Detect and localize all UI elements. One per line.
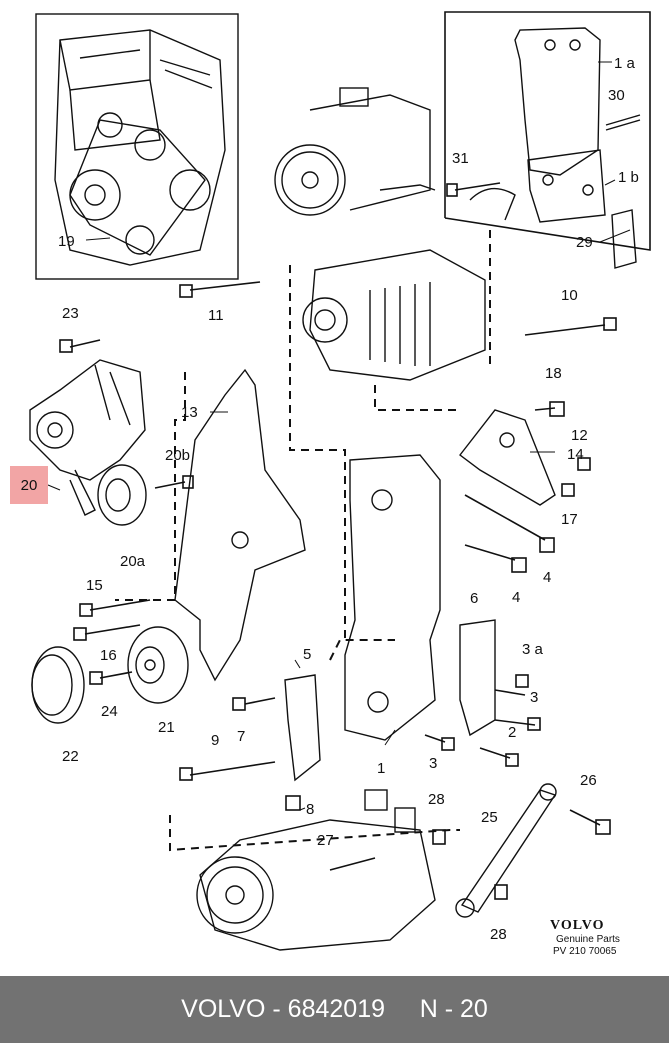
callout-labels: 1 a 30 31 1 b 29 19 11 10 23 13 18 14 12… — [58, 55, 639, 943]
callout-4a: 4 — [543, 569, 551, 586]
engine-inset-frame — [35, 13, 239, 280]
main-bracket-1 — [344, 454, 441, 741]
water-pump-illustration — [29, 359, 146, 516]
alternator-illustration — [302, 249, 486, 381]
callout-4b: 4 — [512, 589, 520, 606]
assembly-guide-lines — [115, 230, 491, 852]
callout-22: 22 — [62, 748, 79, 765]
volvo-logo: VOLVO — [550, 918, 605, 933]
callout-5: 5 — [303, 646, 311, 663]
callout-10: 10 — [561, 287, 578, 304]
tensioner-inset-frame — [444, 11, 651, 251]
cover-plate-13 — [174, 368, 306, 682]
footer-separator: - — [265, 995, 288, 1023]
pulley-21 — [127, 626, 189, 704]
brand-tagline: Genuine Parts — [556, 934, 620, 945]
volvo-brand-block: VOLVO Genuine Parts PV 210 70065 — [550, 918, 620, 957]
callout-23: 23 — [62, 305, 79, 322]
bracket-6 — [459, 619, 496, 737]
callout-26: 26 — [580, 772, 597, 789]
callout-17: 17 — [561, 511, 578, 528]
callout-3a: 3 a — [522, 641, 544, 658]
callout-13: 13 — [181, 404, 198, 421]
callout-6: 6 — [470, 590, 478, 607]
engine-illustration — [54, 29, 226, 266]
diagram-code: PV 210 70065 — [553, 946, 617, 957]
callout-9: 9 — [211, 732, 219, 749]
footer-bar: VOLVO - 6842019 N - 20 — [0, 976, 669, 1043]
link-rod-25 — [460, 789, 557, 913]
callout-15: 15 — [86, 577, 103, 594]
callout-12: 12 — [571, 427, 588, 444]
exploded-parts-diagram: 1 a 30 31 1 b 29 19 11 10 23 13 18 14 12… — [29, 11, 651, 957]
callout-11: 11 — [208, 307, 224, 324]
callout-31: 31 — [452, 150, 469, 167]
callout-18: 18 — [545, 365, 562, 382]
footer-position: N - 20 — [419, 995, 488, 1023]
bracket-14 — [459, 409, 556, 506]
callout-19: 19 — [58, 233, 75, 250]
callout-1: 1 — [377, 760, 385, 777]
bracket-5 — [284, 674, 321, 782]
callout-25: 25 — [481, 809, 498, 826]
callout-27: 27 — [317, 832, 334, 849]
callout-8: 8 — [306, 801, 314, 818]
callout-3c: 3 — [429, 755, 437, 772]
callout-20b: 20b — [165, 447, 190, 464]
callout-7: 7 — [237, 728, 245, 745]
ac-compressor-illustration — [196, 789, 436, 951]
callout-28b: 28 — [490, 926, 507, 943]
footer-part-number: 6842019 — [287, 995, 385, 1023]
bolts — [59, 182, 617, 900]
cover-22 — [31, 646, 85, 724]
power-steering-pump-illustration — [274, 87, 436, 216]
callout-28a: 28 — [428, 791, 445, 808]
tensioner-bracket-illustration — [469, 27, 641, 269]
callout-20a: 20a — [120, 553, 146, 570]
callout-3b: 3 — [530, 689, 538, 706]
callout-2: 2 — [508, 724, 516, 741]
leader-lines — [47, 61, 631, 811]
highlighted-callout-20: 20 — [10, 466, 48, 504]
callout-16: 16 — [100, 647, 117, 664]
highlighted-callout-label: 20 — [20, 476, 38, 494]
callout-30: 30 — [608, 87, 625, 104]
callout-1a: 1 a — [614, 55, 636, 72]
idler-pulley-20a — [97, 464, 147, 526]
callout-21: 21 — [158, 719, 175, 736]
callout-1b: 1 b — [618, 169, 639, 186]
footer-brand: VOLVO — [181, 995, 266, 1023]
callout-29: 29 — [576, 234, 593, 251]
callout-24: 24 — [101, 703, 118, 720]
callout-14: 14 — [567, 446, 584, 463]
